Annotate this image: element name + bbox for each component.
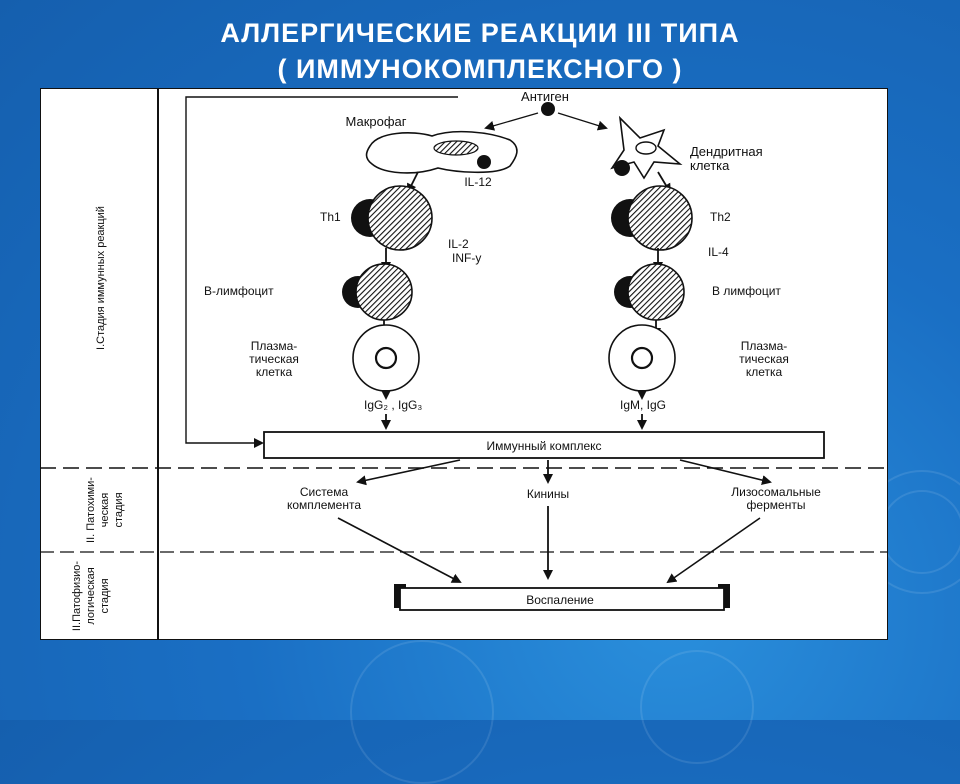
stage2-label-line2: ческая [99, 493, 111, 528]
arrow-antigen-macrophage [484, 112, 539, 131]
th2-label: Th2 [710, 210, 731, 224]
stage2-label-line1: II. Патохими- [85, 477, 97, 543]
igm-right-label: IgM, IgG [620, 398, 666, 412]
plasma-right-nucleus [630, 346, 654, 370]
arrow-complex-lysosomal [679, 459, 772, 485]
stage2-label-line3: стадия [113, 492, 125, 527]
kinins-label: Кинины [527, 487, 569, 501]
dendritic-label-line2: клетка [690, 158, 730, 173]
b-left-cell [355, 263, 413, 321]
stage3-label: II.Патофизио- логическая стадия [71, 561, 111, 631]
b-right-cell [627, 263, 685, 321]
stage3-label-line2: логическая [85, 567, 97, 624]
stage2-label: II. Патохими- ческая стадия [85, 477, 125, 543]
immune-reaction-diagram: I.Стадия иммунных реакций II. Патохими- … [40, 88, 888, 640]
plasma-left-nucleus [374, 346, 398, 370]
slide-title-line2: ( ИММУНОКОМПЛЕКСНОГО ) [277, 54, 683, 84]
complement-label-line2: комплемента [287, 498, 361, 512]
il12-label: IL-12 [464, 175, 492, 189]
th1-label: Th1 [320, 210, 341, 224]
arrow-complex-complement [356, 459, 461, 486]
igg-left-label: IgG₂ , IgG₃ [364, 398, 422, 412]
complement-label-line1: Система [300, 485, 349, 499]
diagram-panel [40, 88, 888, 640]
macrophage-antigen-dot [477, 155, 491, 169]
plasma-left-label-line3: клетка [256, 365, 293, 379]
dendritic-cell [610, 115, 683, 180]
stage3-label-line3: стадия [99, 578, 111, 613]
plasma-left-label-line2: тическая [249, 352, 299, 366]
inflammation-label: Воспаление [526, 593, 594, 607]
lysosomal-label-line2: ферменты [747, 498, 806, 512]
antigen-label: Антиген [521, 89, 569, 104]
b-left-label: B-лимфоцит [204, 284, 274, 298]
plasma-right-label-line2: тическая [739, 352, 789, 366]
arrow-antigen-dendritic [557, 112, 608, 131]
th2-cell [627, 185, 693, 251]
slide-title-line1: АЛЛЕРГИЧЕСКИЕ РЕАКЦИИ III ТИПА [220, 18, 740, 48]
antigen-dot [541, 102, 555, 116]
th1-cell [367, 185, 433, 251]
immune-complex-label: Иммунный комплекс [486, 439, 601, 453]
macrophage-label: Макрофаг [345, 114, 406, 129]
arrow-lysosomal-inflammation [666, 517, 761, 584]
dendritic-antigen-dot [614, 160, 630, 176]
il2-label: IL-2 [448, 237, 469, 251]
ripple-decoration [640, 650, 754, 764]
macrophage-nucleus [433, 140, 479, 156]
plasma-right-label-line1: Плазма- [741, 339, 788, 353]
il4-label: IL-4 [708, 245, 729, 259]
plasma-right-label-line3: клетка [746, 365, 783, 379]
stage1-label: I.Стадия иммунных реакций [95, 206, 107, 350]
inflammation-box [399, 587, 725, 611]
plasma-left-label-line1: Плазма- [251, 339, 298, 353]
infy-label: INF-y [452, 251, 481, 265]
ripple-decoration [350, 640, 494, 784]
arrow-complement-inflammation [337, 517, 462, 583]
dendritic-label-line1: Дендритная [690, 144, 763, 159]
dendritic-nucleus [635, 141, 657, 155]
lysosomal-label-line1: Лизосомальные [731, 485, 821, 499]
b-right-label: B лимфоцит [712, 284, 781, 298]
stage3-label-line1: II.Патофизио- [71, 561, 83, 631]
antigen-loop-line [185, 96, 458, 448]
immune-complex-box [263, 431, 825, 459]
